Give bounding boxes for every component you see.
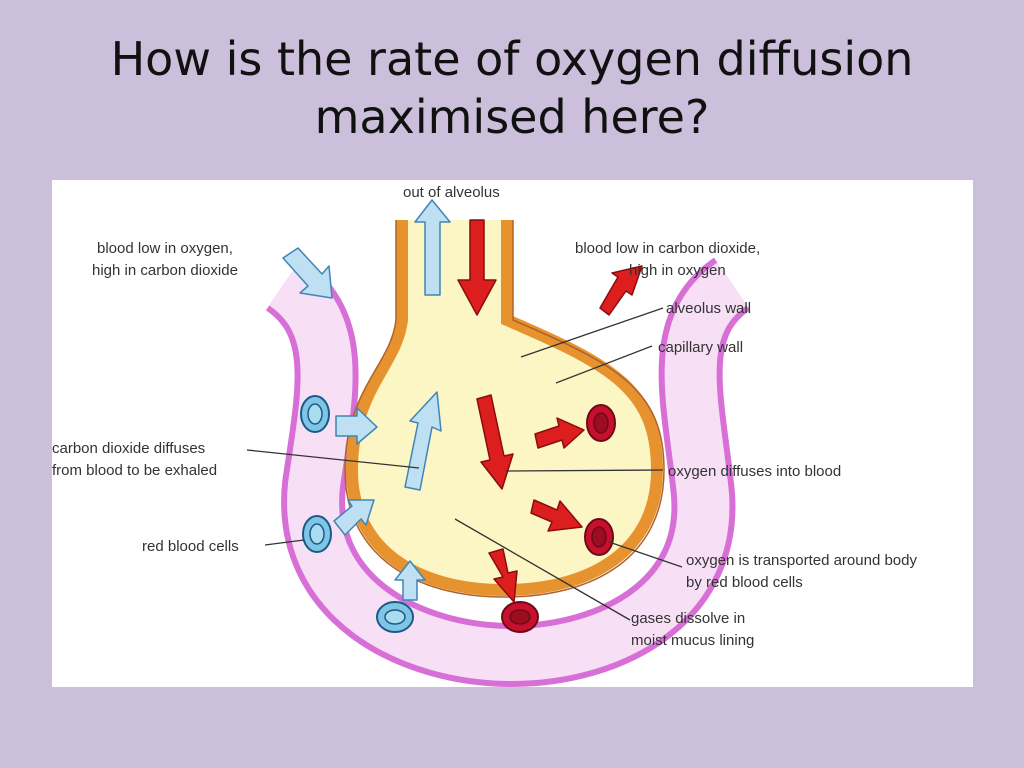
co2-blood-inflow-arrow xyxy=(282,247,333,299)
label-oxygen-transported-2: by red blood cells xyxy=(686,574,803,591)
label-red-blood-cells: red blood cells xyxy=(142,538,239,555)
co2-diffusion-arrow xyxy=(335,407,378,445)
slide-title-line-2: maximised here? xyxy=(314,90,710,144)
red-blood-cell xyxy=(584,518,614,556)
label-blood-low-oxygen-2: high in carbon dioxide xyxy=(92,262,238,279)
label-co2-diffuses-1: carbon dioxide diffuses xyxy=(52,440,205,457)
leader-line xyxy=(246,449,420,469)
leader-line xyxy=(264,539,305,546)
diagram-panel: out of alveolus blood low in oxygen, hig… xyxy=(52,180,973,687)
label-gases-dissolve-2: moist mucus lining xyxy=(631,632,754,649)
oxygen-diffusion-arrow xyxy=(530,499,583,532)
red-blood-cell xyxy=(501,601,539,633)
label-co2-diffuses-2: from blood to be exhaled xyxy=(52,462,217,479)
leader-line xyxy=(505,469,664,472)
oxygen-blood-outflow-arrow xyxy=(599,265,643,316)
label-out-of-alveolus: out of alveolus xyxy=(403,184,500,201)
label-alveolus-wall: alveolus wall xyxy=(666,300,751,317)
leader-line xyxy=(608,541,683,568)
oxygen-diffusion-arrow xyxy=(534,417,585,449)
red-blood-cell xyxy=(302,515,332,553)
label-capillary-wall: capillary wall xyxy=(658,339,743,356)
label-oxygen-diffuses: oxygen diffuses into blood xyxy=(668,463,841,480)
co2-diffusion-arrow xyxy=(394,560,426,601)
red-blood-cell xyxy=(376,601,414,633)
label-gases-dissolve-1: gases dissolve in xyxy=(631,610,745,627)
label-blood-low-oxygen-1: blood low in oxygen, xyxy=(97,240,233,257)
red-blood-cell xyxy=(586,404,616,442)
leader-line xyxy=(520,307,664,358)
oxygen-diffusion-arrow xyxy=(488,548,518,603)
leader-line xyxy=(555,345,653,384)
leader-line xyxy=(454,518,631,621)
co2-out-arrow xyxy=(414,199,451,296)
slide-title-line-1: How is the rate of oxygen diffusion xyxy=(110,32,914,86)
co2-diffusion-arrow xyxy=(333,499,375,536)
oxygen-in-arrow xyxy=(457,219,497,316)
label-oxygen-transported-1: oxygen is transported around body xyxy=(686,552,917,569)
co2-exhaled-arrow xyxy=(404,391,442,491)
label-blood-low-co2-2: high in oxygen xyxy=(629,262,726,279)
red-blood-cell xyxy=(300,395,330,433)
alveolus-diagram: out of alveolus blood low in oxygen, hig… xyxy=(52,184,917,687)
slide-title: How is the rate of oxygen diffusion maxi… xyxy=(0,30,1024,146)
alveolus-sac xyxy=(352,220,657,590)
label-blood-low-co2-1: blood low in carbon dioxide, xyxy=(575,240,760,257)
